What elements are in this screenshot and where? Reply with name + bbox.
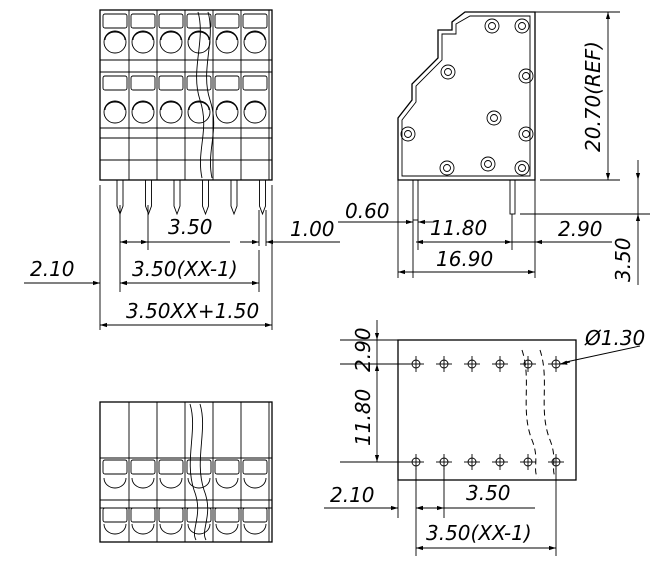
top-clamp-lever bbox=[130, 459, 156, 475]
top-wire-entry bbox=[243, 477, 267, 489]
front-wire-entry bbox=[103, 30, 127, 54]
footprint-outline bbox=[397, 339, 577, 481]
side-mount-hole bbox=[514, 18, 530, 34]
top-clamp-lever bbox=[130, 507, 156, 523]
side-mount-hole bbox=[518, 68, 534, 84]
dim-footprint-edge-offset: 2.10 bbox=[330, 483, 375, 507]
front-clamp-lever bbox=[214, 75, 240, 91]
front-view: 1.00 3.50 3.50(XX-1) 2.10 3.50XX+1.50 bbox=[24, 9, 340, 330]
side-mount-hole bbox=[518, 126, 534, 142]
front-wire-entry bbox=[159, 100, 183, 124]
dim-pin-length: 3.50 bbox=[611, 237, 635, 282]
top-view bbox=[99, 401, 273, 543]
front-wire-entry bbox=[131, 30, 155, 54]
top-wire-entry bbox=[103, 523, 127, 535]
top-wire-entry bbox=[243, 523, 267, 535]
top-clamp-lever bbox=[102, 507, 128, 523]
dim-row-spacing: 11.80 bbox=[430, 216, 487, 240]
side-view: 20.70(REF) 3.50 0.60 11.80 2.90 16.90 bbox=[338, 11, 650, 285]
top-clamp-lever bbox=[186, 459, 212, 475]
front-wire-entry bbox=[131, 100, 155, 124]
footprint-break-line bbox=[521, 349, 539, 479]
front-wire-entry bbox=[243, 100, 267, 124]
dim-footprint-pitch-span: 3.50(XX-1) bbox=[426, 521, 532, 545]
top-clamp-lever bbox=[242, 459, 268, 475]
front-clamp-lever bbox=[214, 13, 240, 29]
dim-footprint-row-offset: 2.90 bbox=[351, 327, 375, 372]
top-wire-entry bbox=[103, 477, 127, 489]
top-wire-entry bbox=[215, 523, 239, 535]
dim-rear-offset: 2.90 bbox=[558, 217, 603, 241]
side-rear-pin bbox=[509, 179, 516, 215]
side-mount-hole bbox=[400, 126, 416, 142]
front-clamp-lever bbox=[186, 75, 212, 91]
side-mount-hole bbox=[440, 64, 456, 80]
side-mount-hole bbox=[514, 160, 530, 176]
side-front-pin bbox=[412, 179, 419, 221]
top-break-line bbox=[189, 403, 199, 541]
side-mount-hole bbox=[484, 18, 500, 34]
front-wire-entry bbox=[187, 100, 211, 124]
top-clamp-lever bbox=[102, 459, 128, 475]
front-clamp-lever bbox=[130, 75, 156, 91]
top-clamp-lever bbox=[214, 507, 240, 523]
side-mount-hole bbox=[480, 156, 496, 172]
front-wire-entry bbox=[243, 30, 267, 54]
front-body-outline bbox=[99, 9, 273, 181]
top-clamp-lever bbox=[186, 507, 212, 523]
front-pin bbox=[173, 180, 181, 216]
dim-edge-offset: 2.10 bbox=[30, 257, 75, 281]
front-wire-entry bbox=[215, 30, 239, 54]
dim-pin-width: 1.00 bbox=[290, 217, 335, 241]
front-clamp-lever bbox=[186, 13, 212, 29]
front-break-line bbox=[196, 11, 205, 179]
front-pin bbox=[259, 180, 266, 216]
side-mount-hole bbox=[486, 110, 502, 126]
front-clamp-lever bbox=[242, 75, 268, 91]
front-clamp-lever bbox=[130, 13, 156, 29]
front-wire-entry bbox=[215, 100, 239, 124]
front-pin bbox=[145, 180, 152, 216]
top-wire-entry bbox=[187, 477, 211, 489]
front-wire-entry bbox=[159, 30, 183, 54]
front-pin bbox=[202, 180, 209, 216]
top-clamp-lever bbox=[158, 459, 184, 475]
front-clamp-lever bbox=[242, 13, 268, 29]
front-wire-entry bbox=[103, 100, 127, 124]
top-wire-entry bbox=[159, 523, 183, 535]
top-clamp-lever bbox=[242, 507, 268, 523]
dim-pitch: 3.50 bbox=[168, 215, 213, 239]
pcb-footprint-view: Ø1.30 2.90 11.80 2.10 3.50 3.50(XX-1) bbox=[324, 320, 645, 556]
top-wire-entry bbox=[131, 523, 155, 535]
top-wire-entry bbox=[187, 523, 211, 535]
dim-footprint-row-spacing: 11.80 bbox=[351, 389, 375, 446]
dim-height-ref: 20.70(REF) bbox=[581, 41, 605, 152]
top-wire-entry bbox=[131, 477, 155, 489]
top-wire-entry bbox=[215, 477, 239, 489]
front-pin bbox=[230, 180, 238, 216]
top-body-outline bbox=[99, 401, 273, 543]
dim-overall-length: 3.50XX+1.50 bbox=[126, 299, 259, 323]
side-body-outline bbox=[397, 11, 536, 181]
dim-hole-diameter: Ø1.30 bbox=[584, 326, 645, 350]
front-clamp-lever bbox=[102, 13, 128, 29]
top-wire-entry bbox=[159, 477, 183, 489]
dim-footprint-pitch: 3.50 bbox=[466, 481, 511, 505]
front-clamp-lever bbox=[158, 75, 184, 91]
top-clamp-lever bbox=[158, 507, 184, 523]
dim-pitch-span: 3.50(XX-1) bbox=[132, 257, 238, 281]
front-clamp-lever bbox=[158, 13, 184, 29]
front-clamp-lever bbox=[102, 75, 128, 91]
side-mount-hole bbox=[439, 160, 455, 176]
top-clamp-lever bbox=[214, 459, 240, 475]
dim-depth: 16.90 bbox=[436, 247, 493, 271]
dim-pin-thickness: 0.60 bbox=[345, 199, 390, 223]
